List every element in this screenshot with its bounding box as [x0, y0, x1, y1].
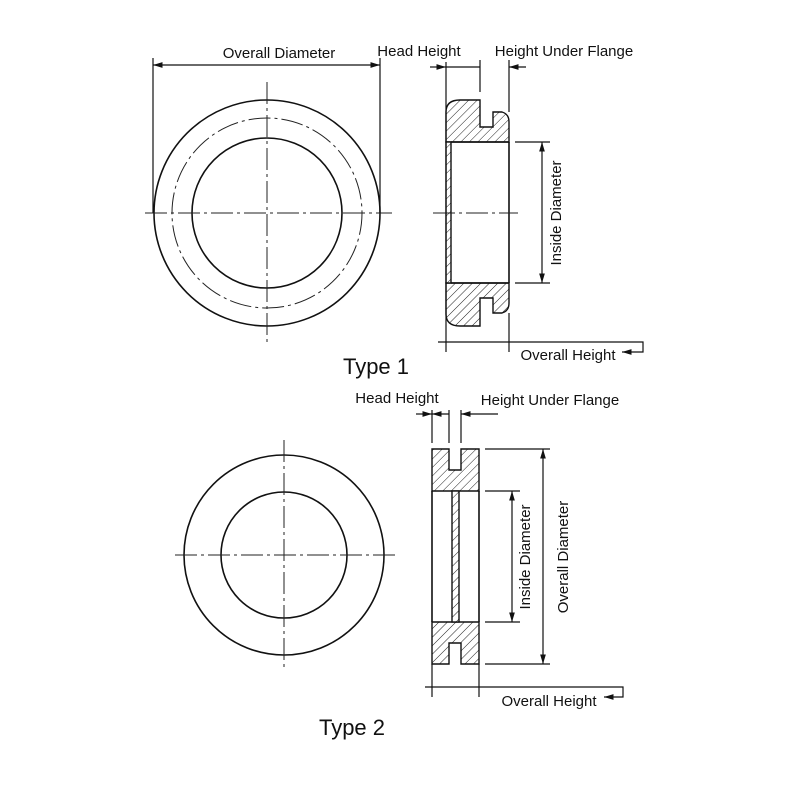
type1-section-view	[430, 60, 644, 355]
type2-overall-diameter-label: Overall Diameter	[555, 501, 572, 614]
type2-top-hatched-section	[431, 448, 480, 492]
type2-head-height-label: Head Height	[355, 390, 439, 407]
type2-bottom-hatched-section	[431, 621, 480, 665]
type1-overall-diameter-label: Overall Diameter	[223, 45, 336, 62]
type2-title: Type 2	[319, 715, 385, 740]
type2-front-view	[175, 440, 395, 670]
type1-top-hatched-section	[445, 99, 510, 143]
type2-web	[451, 490, 460, 623]
type2-inside-diameter-label: Inside Diameter	[517, 504, 534, 609]
type2-height-under-flange-label: Height Under Flange	[481, 392, 619, 409]
type1-overall-height-label: Overall Height	[520, 347, 616, 364]
overall-height-leader	[425, 686, 624, 700]
type1-bottom-hatched-section	[445, 282, 510, 327]
type1-height-under-flange-label: Height Under Flange	[495, 43, 633, 60]
overall-height-leader	[438, 341, 644, 355]
type2-overall-height-label: Overall Height	[501, 693, 597, 710]
type2-section-view	[416, 410, 624, 700]
type1-flange-centerline-circle	[171, 117, 363, 309]
type1-front-view	[145, 58, 392, 342]
type1-inside-diameter-label: Inside Diameter	[548, 160, 565, 265]
type1-head-height-label: Head Height	[377, 43, 461, 60]
type1-title: Type 1	[343, 354, 409, 379]
